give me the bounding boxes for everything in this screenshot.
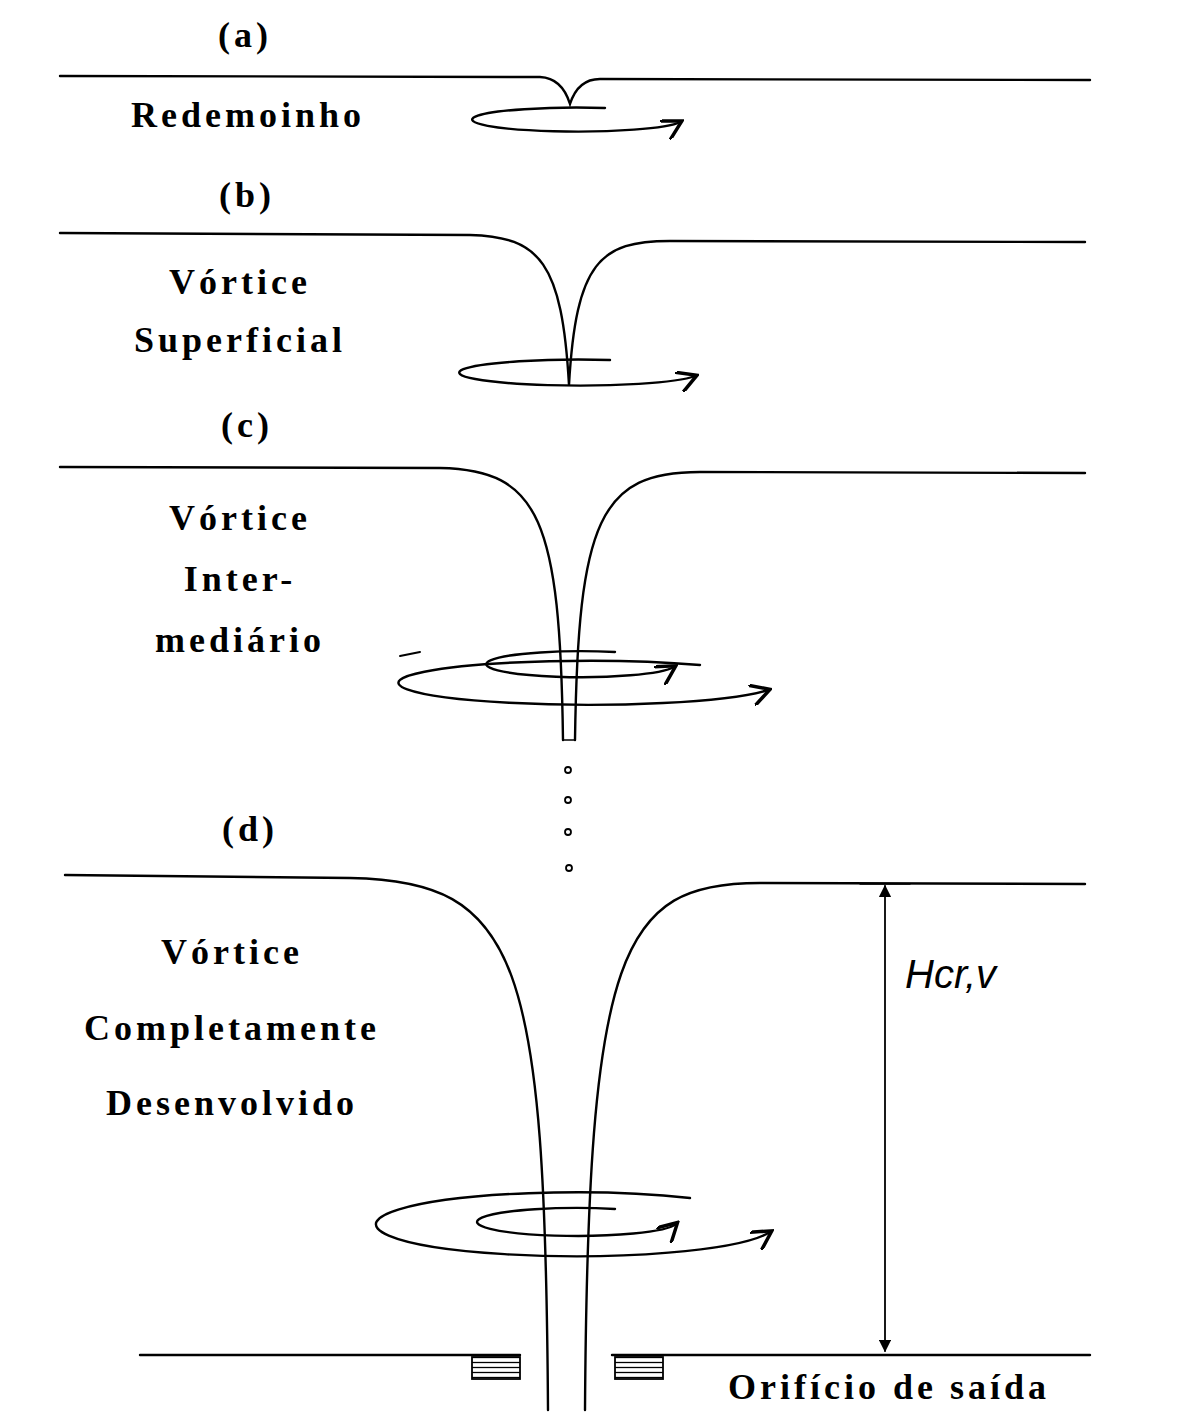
swirl-arrow [472, 108, 680, 132]
panel-letter: (b) [219, 174, 275, 217]
water-surface [585, 883, 1085, 1410]
panel-letter: (d) [222, 808, 278, 851]
stage-name: Redemoinho [131, 94, 365, 137]
swirl-arrow [400, 652, 420, 656]
water-surface [60, 467, 1085, 740]
water-surface [60, 233, 1085, 385]
orifice-plate [472, 1357, 663, 1379]
dimension-line [884, 886, 886, 1351]
swirl-arrow [398, 661, 768, 705]
stage-name: Vórtice Superficial [95, 254, 385, 369]
swirl-arrow [376, 1192, 770, 1256]
air-bubbles [565, 767, 572, 871]
stage-name: Vórtice Completamente Desenvolvido [12, 915, 452, 1142]
vortex-tail [563, 739, 575, 741]
panel-letter: (a) [218, 14, 272, 57]
swirl-arrow [459, 360, 695, 386]
water-surface [65, 875, 548, 1410]
swirl-arrow [486, 651, 674, 677]
stage-name: Vórtice Inter- mediário [115, 488, 365, 672]
panel-letter: (c) [221, 404, 273, 447]
swirl-arrow [477, 1208, 676, 1236]
dimension-label: Hcr,v [905, 950, 996, 998]
outlet-label: Orifício de saída [728, 1366, 1050, 1409]
tank-bottom [140, 1354, 1090, 1356]
